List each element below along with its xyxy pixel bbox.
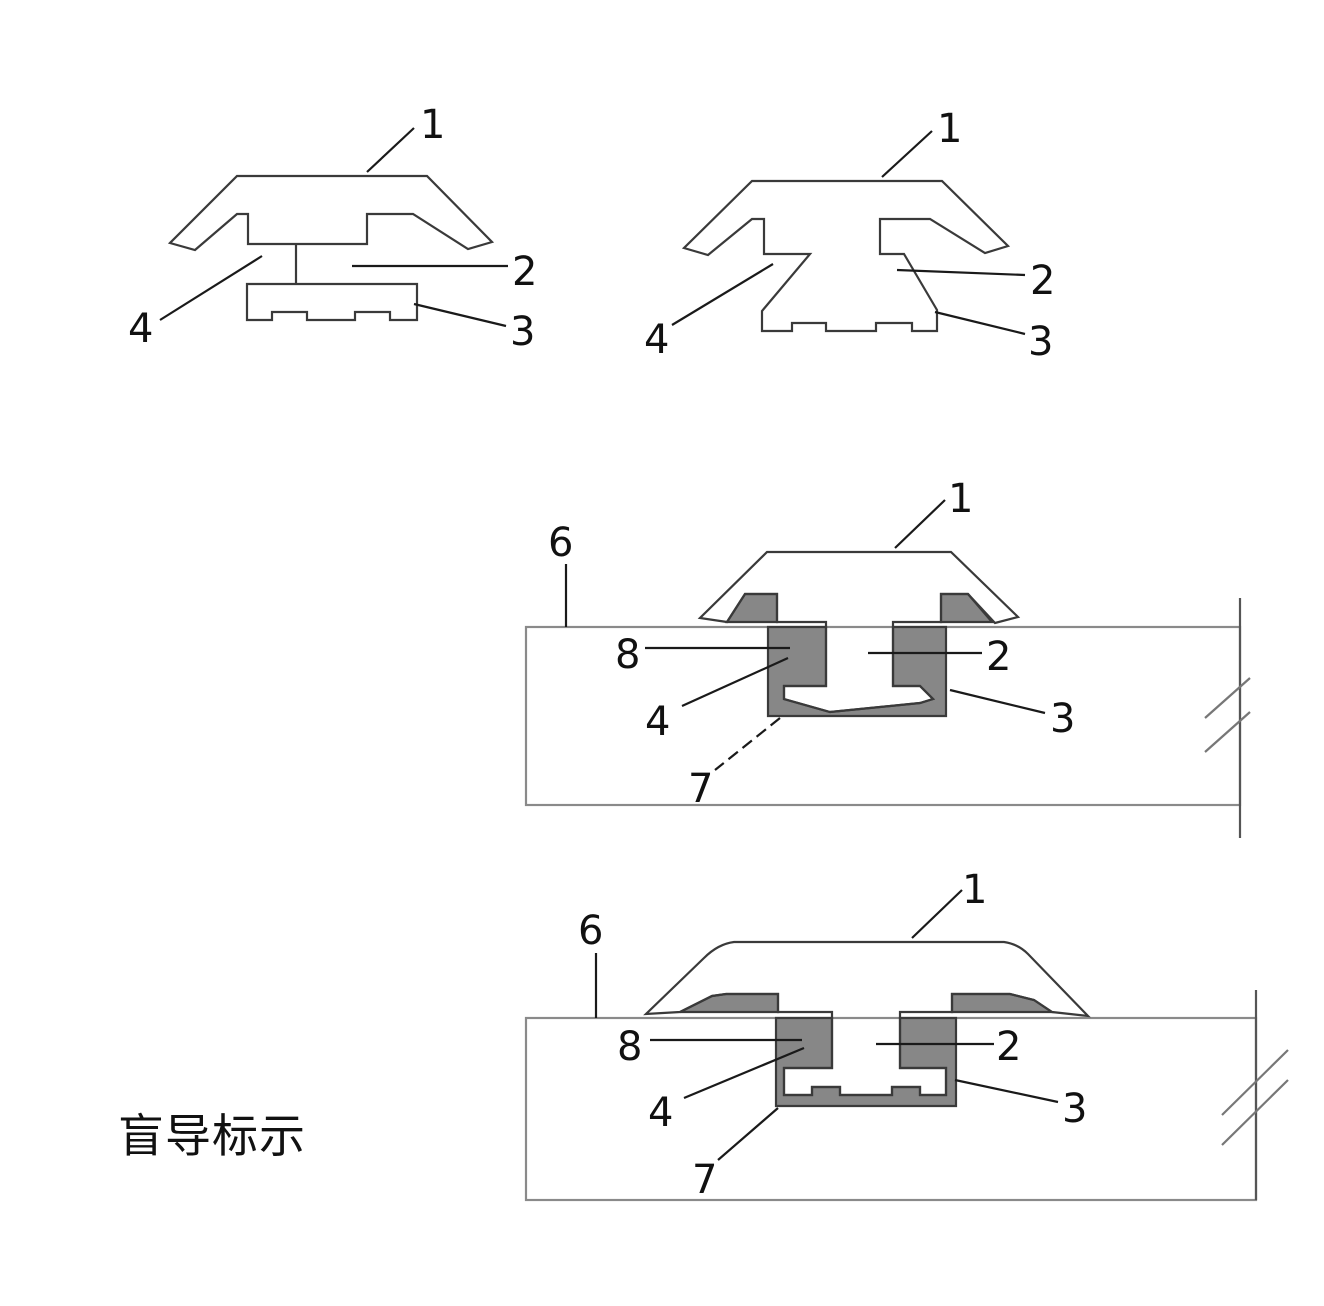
profile-d-body (643, 940, 1091, 1097)
label-a-2: 2 (512, 249, 537, 295)
profile-a: 1 2 3 4 (128, 102, 537, 355)
label-c-2: 2 (986, 634, 1011, 680)
label-a-3: 3 (510, 309, 535, 355)
label-d-1: 1 (962, 867, 987, 913)
label-b-4: 4 (644, 317, 669, 363)
installed-c: 1 2 3 4 6 7 8 (524, 476, 1251, 838)
label-b-2: 2 (1030, 258, 1055, 304)
caption-blind-guide: 盲导标示 (118, 1109, 306, 1163)
label-d-7: 7 (692, 1157, 717, 1203)
label-b-1: 1 (937, 106, 962, 152)
installed-d: 1 2 3 4 6 7 8 (524, 867, 1289, 1203)
profile-b-body (681, 179, 1011, 333)
profile-a-body (167, 174, 495, 322)
label-c-6: 6 (548, 520, 573, 566)
label-d-8: 8 (617, 1024, 642, 1070)
shoulder-right-c (939, 592, 995, 624)
label-b-3: 3 (1028, 319, 1053, 365)
slab-d (524, 1016, 1258, 1202)
label-d-4: 4 (648, 1090, 673, 1136)
label-c-7: 7 (688, 766, 713, 812)
label-a-4: 4 (128, 306, 153, 352)
shoulder-left-c (724, 592, 779, 624)
label-c-4: 4 (645, 699, 670, 745)
label-c-8: 8 (615, 632, 640, 678)
label-d-6: 6 (578, 908, 603, 954)
shoulder-left-d (679, 992, 780, 1014)
label-a-1: 1 (420, 102, 445, 148)
label-c-1: 1 (948, 476, 973, 522)
label-d-2: 2 (996, 1024, 1021, 1070)
label-d-3: 3 (1062, 1086, 1087, 1132)
profile-b: 1 2 3 4 (644, 106, 1055, 365)
label-c-3: 3 (1050, 696, 1075, 742)
profile-c-body (697, 550, 1021, 714)
